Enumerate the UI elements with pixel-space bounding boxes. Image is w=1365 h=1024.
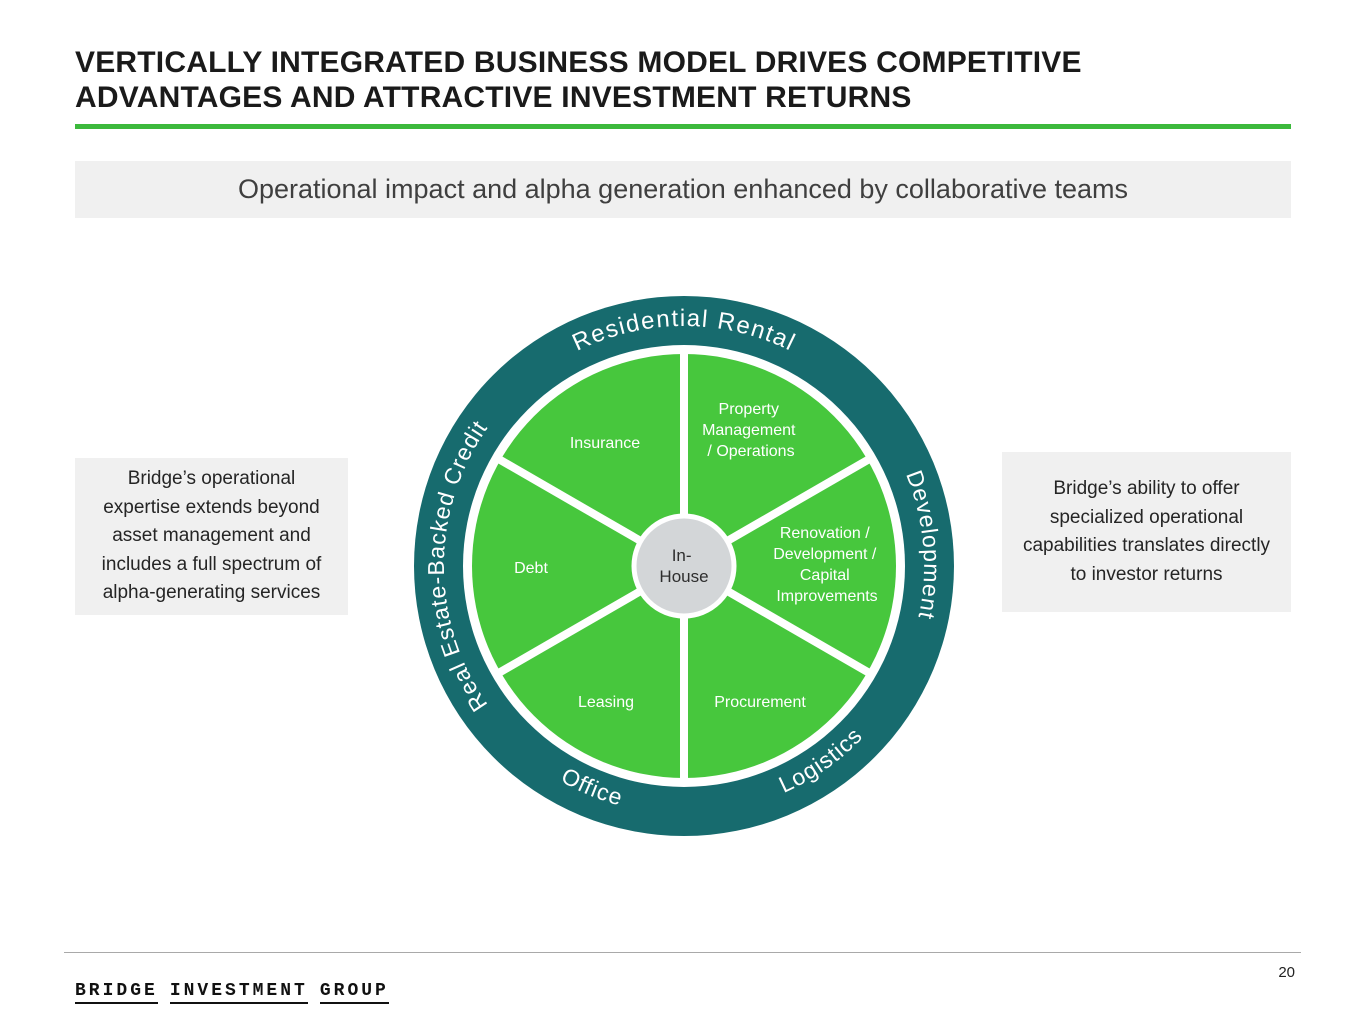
logo-word-group: GROUP bbox=[319, 981, 389, 1004]
wedge-label-renovation: Renovation / Development / Capital Impro… bbox=[773, 525, 881, 605]
wedge-label-line: Renovation / bbox=[780, 525, 870, 542]
wedge-label-line: Capital bbox=[800, 567, 850, 584]
wedge-label-debt: Debt bbox=[514, 560, 548, 577]
footer-divider bbox=[64, 952, 1301, 953]
wedge-label-line: Management bbox=[702, 422, 796, 439]
center-hub bbox=[631, 513, 737, 619]
page-number: 20 bbox=[1278, 964, 1295, 981]
title-line-2: ADVANTAGES AND ATTRACTIVE INVESTMENT RET… bbox=[75, 80, 912, 114]
wedge-label-insurance: Insurance bbox=[570, 435, 640, 452]
title-accent-bar bbox=[75, 123, 1291, 129]
title-block: VERTICALLY INTEGRATED BUSINESS MODEL DRI… bbox=[75, 46, 1291, 129]
page-title: VERTICALLY INTEGRATED BUSINESS MODEL DRI… bbox=[75, 46, 1291, 116]
wedge-label-line: Development / bbox=[773, 546, 877, 563]
logo-word-bridge: BRIDGE bbox=[75, 981, 158, 1004]
wedge-label-line: / Operations bbox=[707, 443, 794, 460]
wedge-label-property-management: Property Management / Operations bbox=[702, 401, 800, 460]
bridge-investment-group-logo: BRIDGE INVESTMENT GROUP bbox=[75, 981, 389, 1004]
left-callout: Bridge’s operational expertise extends b… bbox=[75, 458, 348, 615]
subtitle-banner-text: Operational impact and alpha generation … bbox=[237, 174, 1129, 204]
right-callout: Bridge’s ability to offer specialized op… bbox=[1002, 452, 1291, 612]
right-callout-text: Bridge’s ability to offer specialized op… bbox=[1022, 478, 1271, 585]
wedge-label-line: Improvements bbox=[776, 588, 877, 605]
subtitle-banner: Operational impact and alpha generation … bbox=[75, 161, 1291, 218]
logo-word-investment: INVESTMENT bbox=[169, 981, 308, 1004]
wedge-label-procurement: Procurement bbox=[714, 694, 806, 711]
wheel-svg: Insurance Property Management / Operatio… bbox=[414, 296, 954, 836]
hub-label-in-house: In- House bbox=[659, 546, 708, 586]
wedge-label-leasing: Leasing bbox=[578, 694, 634, 711]
wheel-diagram: Insurance Property Management / Operatio… bbox=[404, 286, 964, 846]
hub-label-line: House bbox=[659, 567, 708, 586]
title-line-1: VERTICALLY INTEGRATED BUSINESS MODEL DRI… bbox=[75, 46, 1082, 79]
hub-label-line: In- bbox=[672, 546, 692, 565]
wedge-label-line: Property bbox=[719, 401, 779, 418]
left-callout-text: Bridge’s operational expertise extends b… bbox=[101, 468, 322, 604]
